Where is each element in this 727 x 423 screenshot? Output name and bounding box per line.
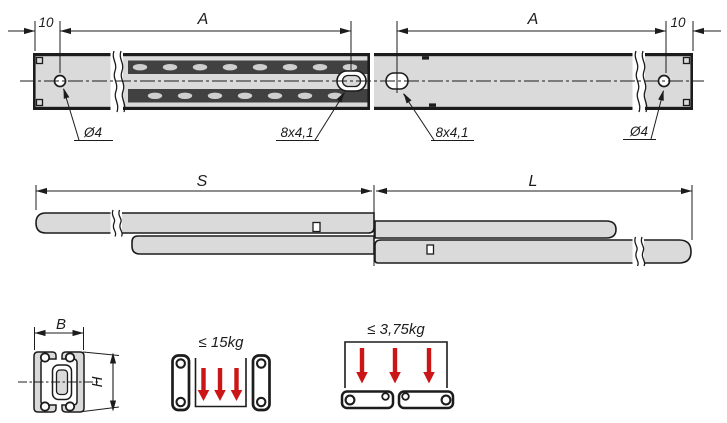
left-rail-top-edge [33,53,370,57]
middle-member-bar [131,235,375,255]
outer-member-bar [35,212,375,234]
edge-mount-load-arrows [197,368,243,401]
middle-member-bar-right [374,220,617,239]
outer-member-break [110,210,122,236]
dim-offset-right: 10 [670,15,686,30]
callout-slot-right: 8x4,1 [435,125,468,140]
section-ball-bottom-left [39,401,51,412]
edge-rail-right [251,354,271,412]
left-rail-bottom-edge [33,106,370,110]
flat-rail-right-ball-small [401,392,410,401]
dim-section-width: B [56,316,66,333]
dim-closed-length: S [197,173,208,190]
flat-mount-load-arrows [356,348,435,384]
ball-cage-balls [132,63,358,100]
section-outer-profile [33,351,57,413]
edge-rail-left [171,354,191,412]
right-rail-hook-top [682,56,691,65]
edge-mount-rating-label: ≤ 15kg [199,334,245,351]
right-rail-top-edge [374,53,693,57]
inner-member-latch [426,244,435,255]
left-rail-hook-bottom [35,98,44,107]
section-ball-bottom-right [64,401,76,412]
callout-slot-left: 8x4,1 [280,125,313,140]
right-rail-bottom-edge [374,106,693,110]
edge-mount-tray [194,358,247,408]
dim-extended-length: L [529,173,538,190]
extended-side-view: S L [35,173,693,267]
load-icon-flat-mount: ≤ 3,75kg [340,321,455,410]
flat-rail-right [397,390,455,410]
flat-mount-rating-label: ≤ 3,75kg [367,321,425,338]
edge-rail-left-ball-top [175,358,186,369]
dim-length-a-right: A [527,11,539,28]
dim-length-a-left: A [197,11,209,28]
flat-rail-left-ball-small [381,392,390,401]
inner-member-break [632,237,644,266]
section-ball-top-right [64,352,76,363]
flat-rail-right-ball-big [440,394,452,406]
edge-rail-right-ball-bottom [255,396,267,408]
callout-hole-left: Ø4 [83,125,102,140]
side-view-dimensions: S L [35,173,693,266]
flat-rail-left-ball-big [344,394,356,406]
cross-section-view: B H [18,316,120,413]
section-ball-top-left [39,352,51,363]
left-rail-hook-top [35,56,44,65]
right-rail-notch-bottom [429,103,436,107]
top-view-callouts: Ø4 8x4,1 8x4,1 Ø4 [63,88,664,141]
right-rail-hook-bottom [682,98,691,107]
flat-mount-tray [344,341,448,388]
edge-rail-left-ball-bottom [175,396,186,408]
outer-member-latch [312,221,321,233]
right-rail-end-cap [690,53,693,110]
inner-member-bar [374,239,692,264]
callout-hole-right: Ø4 [629,124,648,139]
flat-rail-left [340,390,395,410]
dim-offset-left: 10 [38,15,54,30]
load-icon-edge-mount: ≤ 15kg [171,334,271,412]
top-view: 10 A A 10 Ø4 8x4,1 8x4,1 Ø4 [8,11,721,141]
edge-rail-right-ball-top [255,358,267,369]
right-rail-notch-top [422,56,429,60]
top-view-dimensions: 10 A A 10 [8,11,721,93]
ball-cage-upper [128,60,369,74]
